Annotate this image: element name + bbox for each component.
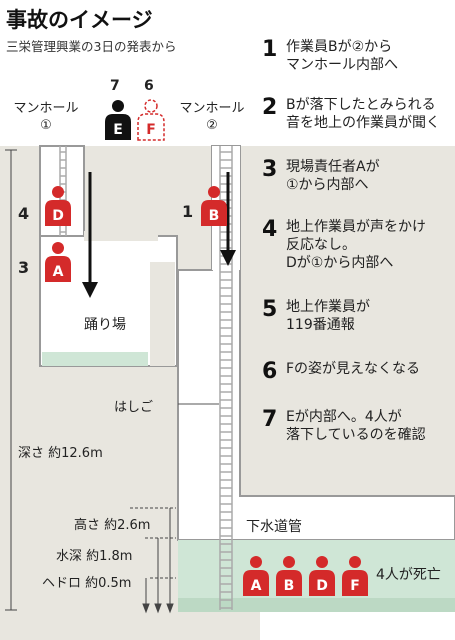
height-label: 高さ 約2.6m [74, 518, 151, 533]
person-f-number: 6 [144, 78, 154, 94]
ladder-label: はしご [114, 400, 154, 415]
person-e: E [105, 100, 131, 140]
person-a-letter: A [53, 264, 64, 280]
person-b: B [201, 186, 227, 226]
person-f-letter: F [146, 122, 156, 138]
step-number: 4 [262, 217, 278, 242]
step-text: 地上作業員が 119番通報 [286, 299, 370, 333]
landing-label: 踊り場 [84, 317, 126, 333]
step-number: 5 [262, 297, 278, 322]
person-d: D [45, 186, 71, 226]
depth-dimension [5, 149, 17, 611]
landing-ceiling [84, 231, 158, 241]
ground-right-strip [260, 146, 455, 186]
step-number: 6 [262, 359, 278, 384]
person-d-letter: D [52, 208, 64, 224]
step-text: Bが落下したとみられる 音を地上の作業員が聞く [286, 97, 440, 131]
step-text: 作業員Bが②から マンホール内部へ [286, 39, 398, 73]
sludge [178, 598, 455, 612]
person-dead-b: B [276, 556, 302, 596]
page-title: 事故のイメージ [6, 8, 153, 32]
person-d-number: 4 [18, 204, 30, 223]
arrow-right [220, 172, 236, 266]
step-number: 7 [262, 407, 278, 432]
step-number: 3 [262, 157, 278, 182]
subtitle: 三栄管理興業の3日の発表から [6, 39, 177, 54]
arrow-left [82, 172, 98, 298]
person-a: A [45, 242, 71, 282]
person-dead-b-letter: B [284, 578, 295, 594]
step-text: Eが内部へ。4人が 落下しているのを確認 [286, 409, 426, 443]
person-dead-a-letter: A [251, 578, 262, 594]
person-dead-f-letter: F [350, 578, 360, 594]
person-dead-f: F [342, 556, 368, 596]
person-b-number: 1 [182, 202, 194, 221]
landing-water [42, 352, 148, 366]
person-dead-d: D [309, 556, 335, 596]
person-f: F [137, 99, 165, 141]
step-number: 1 [262, 37, 278, 62]
person-e-letter: E [113, 122, 123, 138]
height-dimension [130, 507, 176, 579]
step-text: 現場責任者Aが ①から内部へ [286, 159, 380, 193]
person-dead-a: A [243, 556, 269, 596]
person-b-letter: B [209, 208, 220, 224]
person-e-number: 7 [110, 78, 120, 94]
water-depth-label: 水深 約1.8m [56, 549, 133, 564]
landing-pillar [150, 262, 175, 366]
dead-label: 4人が死亡 [376, 567, 441, 583]
person-a-number: 3 [18, 258, 30, 277]
sewer-label: 下水道管 [246, 519, 302, 535]
sludge-label: ヘドロ 約0.5m [42, 576, 132, 591]
ground-right [240, 186, 455, 496]
step-number: 2 [262, 95, 278, 120]
step-text: Fの姿が見えなくなる [286, 361, 421, 377]
step-text: 地上作業員が声をかけ 反応なし。 Dが①から内部へ [286, 219, 426, 271]
person-dead-d-letter: D [316, 578, 328, 594]
depth-label: 深さ 約12.6m [18, 446, 103, 461]
